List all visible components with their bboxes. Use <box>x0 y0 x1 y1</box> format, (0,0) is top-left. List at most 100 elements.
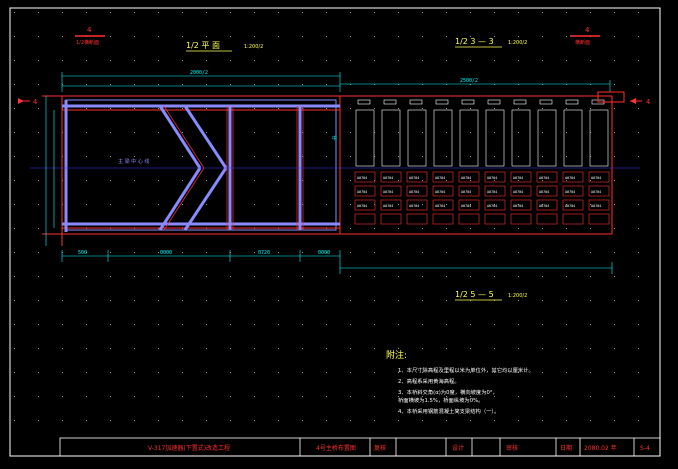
grid-dot <box>134 156 135 157</box>
grid-dot <box>254 12 255 13</box>
grid-dot <box>158 420 159 421</box>
grid-dot <box>374 36 375 37</box>
note-item: 1、本尺寸除高程及里程以米为单位外，其它均以厘米计。 <box>398 366 534 374</box>
grid-dot <box>38 108 39 109</box>
grid-dot <box>278 372 279 373</box>
grid-dot <box>254 108 255 109</box>
grid-dot <box>38 348 39 349</box>
grid-dot <box>518 372 519 373</box>
grid-dot <box>446 12 447 13</box>
grid-dot <box>206 12 207 13</box>
grid-dot <box>638 252 639 253</box>
grid-dot <box>518 228 519 229</box>
grid-dot <box>566 132 567 133</box>
grid-dot <box>62 348 63 349</box>
grid-dot <box>494 276 495 277</box>
grid-dot <box>182 324 183 325</box>
block-label: A0704 <box>539 176 549 180</box>
center-mark: 中 <box>332 135 337 142</box>
grid-dot <box>638 300 639 301</box>
grid-dot <box>254 60 255 61</box>
grid-dot <box>230 252 231 253</box>
grid-dot <box>446 84 447 85</box>
grid-dot <box>422 372 423 373</box>
grid-dot <box>350 252 351 253</box>
grid-dot <box>326 396 327 397</box>
notes-heading: 附注: <box>386 349 407 361</box>
grid-dot <box>398 372 399 373</box>
grid-dot <box>38 84 39 85</box>
grid-dot <box>230 420 231 421</box>
grid-dot <box>158 204 159 205</box>
grid-dot <box>470 36 471 37</box>
grid-dot <box>398 60 399 61</box>
grid-dot <box>86 276 87 277</box>
grid-dot <box>350 12 351 13</box>
grid-dot <box>470 180 471 181</box>
grid-dot <box>422 420 423 421</box>
grid-dot <box>494 156 495 157</box>
grid-dot <box>182 204 183 205</box>
grid-dot <box>398 324 399 325</box>
grid-dot <box>134 108 135 109</box>
grid-dot <box>566 12 567 13</box>
grid-dot <box>494 60 495 61</box>
note-item: 4、本桥采用钢筋混凝土简支梁结构（一）。 <box>398 407 499 415</box>
axis-label-right: 4 <box>646 98 650 106</box>
grid-dot <box>206 36 207 37</box>
grid-dot <box>446 204 447 205</box>
grid-dot <box>518 60 519 61</box>
grid-dot <box>14 132 15 133</box>
grid-dot <box>590 108 591 109</box>
grid-dot <box>278 36 279 37</box>
grid-dot <box>542 132 543 133</box>
grid-dot <box>566 60 567 61</box>
grid-dot <box>494 324 495 325</box>
grid-dot <box>110 36 111 37</box>
grid-dot <box>590 180 591 181</box>
grid-dot <box>62 252 63 253</box>
check-label: 审核 <box>506 444 518 452</box>
grid-dot <box>398 228 399 229</box>
grid-dot <box>62 36 63 37</box>
grid-dot <box>422 396 423 397</box>
left-marker-sub: 1/2横断面 <box>76 39 99 46</box>
grid-dot <box>110 276 111 277</box>
block-label: A0704 <box>461 190 471 194</box>
grid-dot <box>374 108 375 109</box>
grid-dot <box>638 228 639 229</box>
grid-dot <box>134 204 135 205</box>
grid-dot <box>86 324 87 325</box>
grid-dot <box>374 348 375 349</box>
grid-dot <box>86 300 87 301</box>
grid-dot <box>614 348 615 349</box>
grid-dot <box>590 276 591 277</box>
grid-dot <box>494 180 495 181</box>
grid-dot <box>278 84 279 85</box>
grid-dot <box>278 60 279 61</box>
grid-dot <box>350 84 351 85</box>
grid-dot <box>254 324 255 325</box>
grid-dot <box>14 396 15 397</box>
grid-dot <box>230 276 231 277</box>
grid-dot <box>590 420 591 421</box>
grid-dot <box>14 84 15 85</box>
grid-dot <box>254 276 255 277</box>
grid-dot <box>302 84 303 85</box>
grid-dot <box>254 180 255 181</box>
grid-dot <box>350 348 351 349</box>
grid-dot <box>182 12 183 13</box>
grid-dot <box>302 348 303 349</box>
grid-dot <box>470 396 471 397</box>
grid-dot <box>590 156 591 157</box>
grid-dot <box>350 204 351 205</box>
grid-dot <box>518 36 519 37</box>
grid-dot <box>470 204 471 205</box>
grid-dot <box>518 180 519 181</box>
grid-dot <box>86 108 87 109</box>
grid-dot <box>38 36 39 37</box>
